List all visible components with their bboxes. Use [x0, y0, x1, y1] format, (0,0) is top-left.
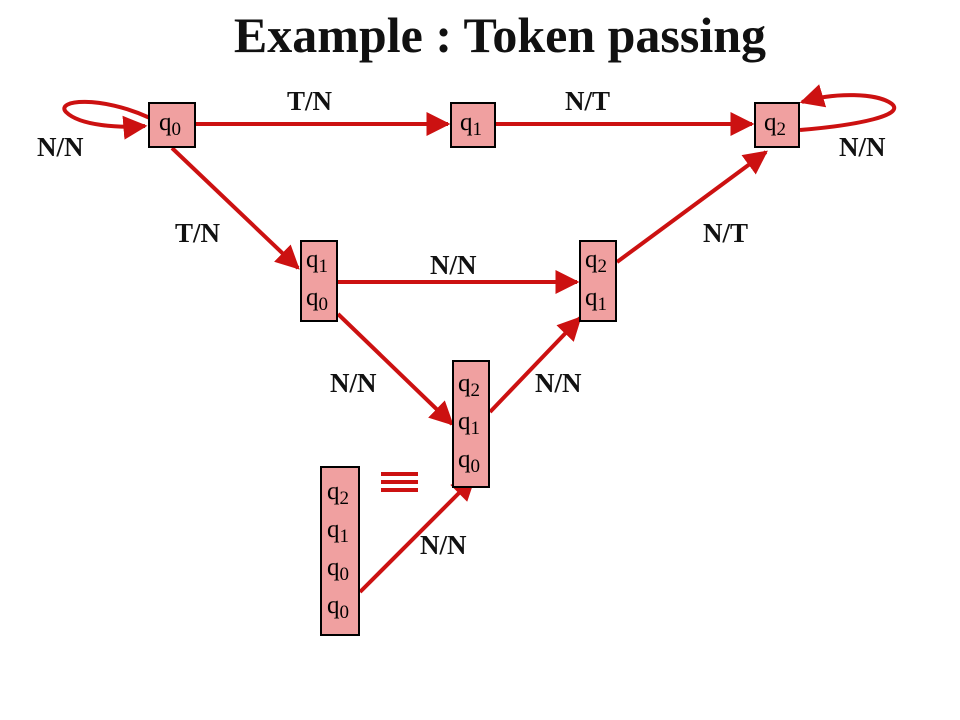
state-letter: q: [306, 284, 319, 311]
state-entry: q0: [458, 447, 480, 476]
state-letter: q: [458, 370, 471, 397]
label-top-right: N/T: [565, 86, 611, 116]
state-entry: q0: [327, 555, 349, 584]
state-letter: q: [327, 554, 340, 581]
state-subscript: 0: [318, 294, 329, 315]
state-entry: q1: [306, 247, 328, 276]
state-subscript: 1: [597, 294, 608, 315]
state-subscript: 1: [472, 119, 483, 140]
state-q2: q2: [754, 102, 800, 148]
state-letter: q: [306, 246, 319, 273]
edge-q1q0-q2q1q0: [336, 312, 454, 426]
edge-q2q1q0-q2q1: [488, 316, 582, 414]
label-loop-left: N/N: [37, 132, 84, 162]
state-subscript: 1: [470, 418, 481, 439]
state-entry: q0: [327, 593, 349, 622]
state-entry: q1: [460, 110, 482, 139]
state-entry: q0: [159, 110, 181, 139]
state-letter: q: [327, 516, 340, 543]
state-letter: q: [764, 109, 777, 136]
state-subscript: 2: [470, 380, 481, 401]
state-q0: q0: [148, 102, 196, 148]
state-letter: q: [585, 246, 598, 273]
state-entry: q0: [306, 285, 328, 314]
state-entry: q1: [327, 517, 349, 546]
edge-loop-q2: [799, 84, 897, 132]
edge-q2q1q0q0-q2q1q0: [358, 476, 476, 594]
state-entry: q2: [585, 247, 607, 276]
edge-q2q1-q2: [615, 150, 768, 264]
label-low-left: N/N: [330, 368, 377, 398]
state-letter: q: [327, 592, 340, 619]
label-diag-right: N/T: [703, 218, 749, 248]
state-letter: q: [458, 408, 471, 435]
label-bottom: N/N: [420, 530, 467, 560]
state-subscript: 2: [597, 256, 608, 277]
state-subscript: 0: [339, 564, 350, 585]
state-entry: q2: [764, 110, 786, 139]
edge-loop-q0: [62, 99, 151, 140]
state-subscript: 0: [470, 456, 481, 477]
state-letter: q: [159, 109, 172, 136]
label-low-right: N/N: [535, 368, 582, 398]
state-letter: q: [585, 284, 598, 311]
state-letter: q: [327, 478, 340, 505]
state-letter: q: [458, 446, 471, 473]
state-subscript: 0: [339, 602, 350, 623]
label-diag-left: T/N: [175, 218, 221, 248]
page-title: Example : Token passing: [233, 7, 767, 63]
state-subscript: 1: [318, 256, 329, 277]
state-subscript: 0: [171, 119, 182, 140]
state-entry: q1: [585, 285, 607, 314]
state-subscript: 1: [339, 526, 350, 547]
state-q1: q1: [450, 102, 496, 148]
state-subscript: 2: [339, 488, 350, 509]
label-loop-right: N/N: [839, 132, 886, 162]
state-letter: q: [460, 109, 473, 136]
state-entry: q2: [458, 371, 480, 400]
state-subscript: 2: [776, 119, 787, 140]
label-middle: N/N: [430, 250, 477, 280]
equivalence-symbol: [381, 472, 418, 492]
label-top-left: T/N: [287, 86, 333, 116]
state-entry: q1: [458, 409, 480, 438]
state-entry: q2: [327, 479, 349, 508]
edge-q0-q1q0: [170, 146, 300, 270]
